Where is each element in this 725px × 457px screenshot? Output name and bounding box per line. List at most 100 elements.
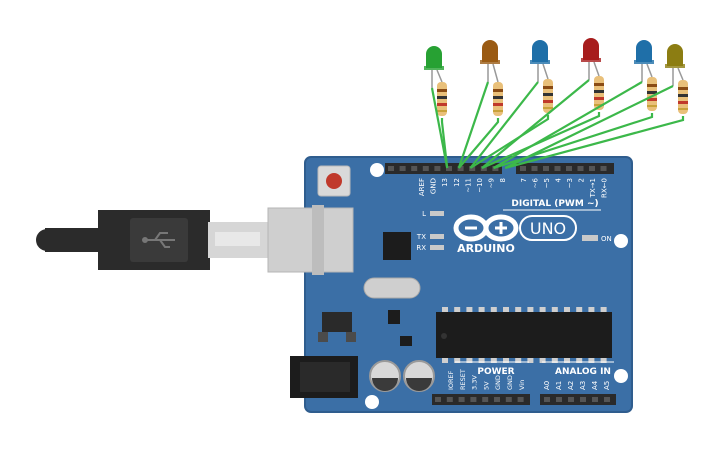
resistor[interactable] bbox=[647, 77, 657, 111]
power-pin-label: GND bbox=[506, 375, 514, 390]
wire bbox=[457, 118, 500, 169]
analog-pin-label: A4 bbox=[591, 380, 599, 390]
header-socket[interactable] bbox=[470, 397, 477, 402]
header-socket[interactable] bbox=[435, 397, 441, 402]
chip-pin bbox=[478, 307, 485, 312]
header-socket[interactable] bbox=[517, 397, 524, 402]
onboard-led bbox=[430, 211, 444, 216]
led-body bbox=[532, 40, 548, 62]
digital-title: DIGITAL (PWM ~) bbox=[511, 199, 598, 209]
chip-pin bbox=[478, 358, 485, 363]
header-socket[interactable] bbox=[457, 166, 464, 171]
chip-pin bbox=[600, 358, 607, 363]
header-socket[interactable] bbox=[388, 166, 394, 171]
usb-cable[interactable] bbox=[36, 210, 268, 270]
voltage-regulator bbox=[318, 312, 356, 342]
digital-pin-label: 8 bbox=[499, 178, 507, 182]
header-socket[interactable] bbox=[580, 397, 586, 402]
header-socket[interactable] bbox=[589, 166, 595, 171]
analog-pin-label: A3 bbox=[579, 381, 587, 390]
header-socket[interactable] bbox=[592, 397, 598, 402]
chip-pin bbox=[539, 307, 546, 312]
wire bbox=[504, 116, 685, 170]
resistor[interactable] bbox=[543, 79, 553, 113]
wire bbox=[440, 118, 449, 169]
header-socket[interactable] bbox=[399, 166, 406, 171]
digital-header-left bbox=[385, 163, 502, 174]
header-socket[interactable] bbox=[505, 397, 512, 402]
header-socket[interactable] bbox=[446, 166, 452, 171]
header-socket[interactable] bbox=[568, 397, 574, 402]
digital-pin-label: 4 bbox=[555, 177, 563, 182]
power-jack bbox=[290, 356, 358, 398]
chip-pin bbox=[442, 358, 448, 363]
wire bbox=[481, 79, 590, 169]
header-socket[interactable] bbox=[411, 166, 418, 171]
resistor[interactable] bbox=[437, 82, 447, 116]
header-socket[interactable] bbox=[554, 166, 561, 171]
header-socket[interactable] bbox=[482, 397, 489, 402]
power-pin-label: Vin bbox=[518, 380, 526, 390]
chip-pin bbox=[564, 307, 570, 312]
digital-pin-label: ~9 bbox=[488, 178, 496, 188]
chip-pin bbox=[551, 307, 558, 312]
usb-b-socket bbox=[267, 207, 354, 273]
analog-pin-label: A1 bbox=[555, 381, 563, 390]
chip-pin bbox=[466, 358, 473, 363]
led-brown[interactable] bbox=[480, 40, 503, 116]
brand-label: ARDUINO bbox=[457, 242, 515, 255]
crystal-oscillator bbox=[363, 277, 421, 299]
led-olive[interactable] bbox=[665, 44, 688, 114]
analog-pin-label: A0 bbox=[543, 381, 551, 390]
led-body bbox=[583, 38, 599, 60]
header-socket[interactable] bbox=[520, 166, 526, 171]
led-red[interactable] bbox=[581, 38, 604, 110]
header-socket[interactable] bbox=[543, 166, 549, 171]
header-socket[interactable] bbox=[566, 166, 572, 171]
digital-header-right bbox=[516, 163, 614, 174]
analog-pin-label: A5 bbox=[603, 381, 611, 390]
digital-pin-label: ~10 bbox=[476, 178, 484, 193]
resistor[interactable] bbox=[493, 82, 503, 116]
analog-title: ANALOG IN bbox=[555, 367, 611, 377]
digital-pin-label: 2 bbox=[578, 178, 586, 182]
header-socket[interactable] bbox=[600, 166, 607, 171]
resistor[interactable] bbox=[594, 76, 604, 110]
wire bbox=[430, 87, 449, 169]
header-socket[interactable] bbox=[480, 166, 487, 171]
header-socket[interactable] bbox=[434, 166, 441, 171]
wire bbox=[469, 81, 539, 169]
header-socket[interactable] bbox=[556, 397, 562, 402]
smd-component bbox=[388, 310, 400, 324]
header-socket[interactable] bbox=[577, 166, 584, 171]
header-socket[interactable] bbox=[469, 166, 476, 171]
led-green[interactable] bbox=[424, 46, 447, 116]
led-blue[interactable] bbox=[634, 40, 657, 111]
header-socket[interactable] bbox=[604, 397, 610, 402]
chip-pin bbox=[527, 307, 534, 312]
resistor[interactable] bbox=[678, 80, 688, 114]
chip-pin bbox=[600, 307, 607, 312]
mount-hole bbox=[614, 369, 628, 383]
mount-hole bbox=[365, 395, 379, 409]
chip-pin bbox=[564, 358, 570, 363]
header-socket[interactable] bbox=[446, 397, 453, 402]
reset-button[interactable] bbox=[317, 165, 351, 197]
header-socket[interactable] bbox=[494, 397, 500, 402]
power-title: POWER bbox=[477, 367, 514, 377]
on-label: ON bbox=[601, 235, 612, 243]
wire bbox=[481, 112, 601, 170]
header-socket[interactable] bbox=[531, 166, 538, 171]
digital-pin-label: ~5 bbox=[543, 178, 551, 188]
led-blue[interactable] bbox=[530, 40, 553, 113]
chip-pin bbox=[515, 307, 522, 312]
header-socket[interactable] bbox=[458, 397, 465, 402]
digital-pin-label: GND bbox=[430, 178, 438, 194]
chip-pin bbox=[515, 358, 522, 363]
header-socket[interactable] bbox=[422, 166, 429, 171]
digital-pin-label: 13 bbox=[441, 178, 449, 187]
power-pin-label: 3.3V bbox=[471, 375, 479, 390]
header-socket[interactable] bbox=[544, 397, 550, 402]
